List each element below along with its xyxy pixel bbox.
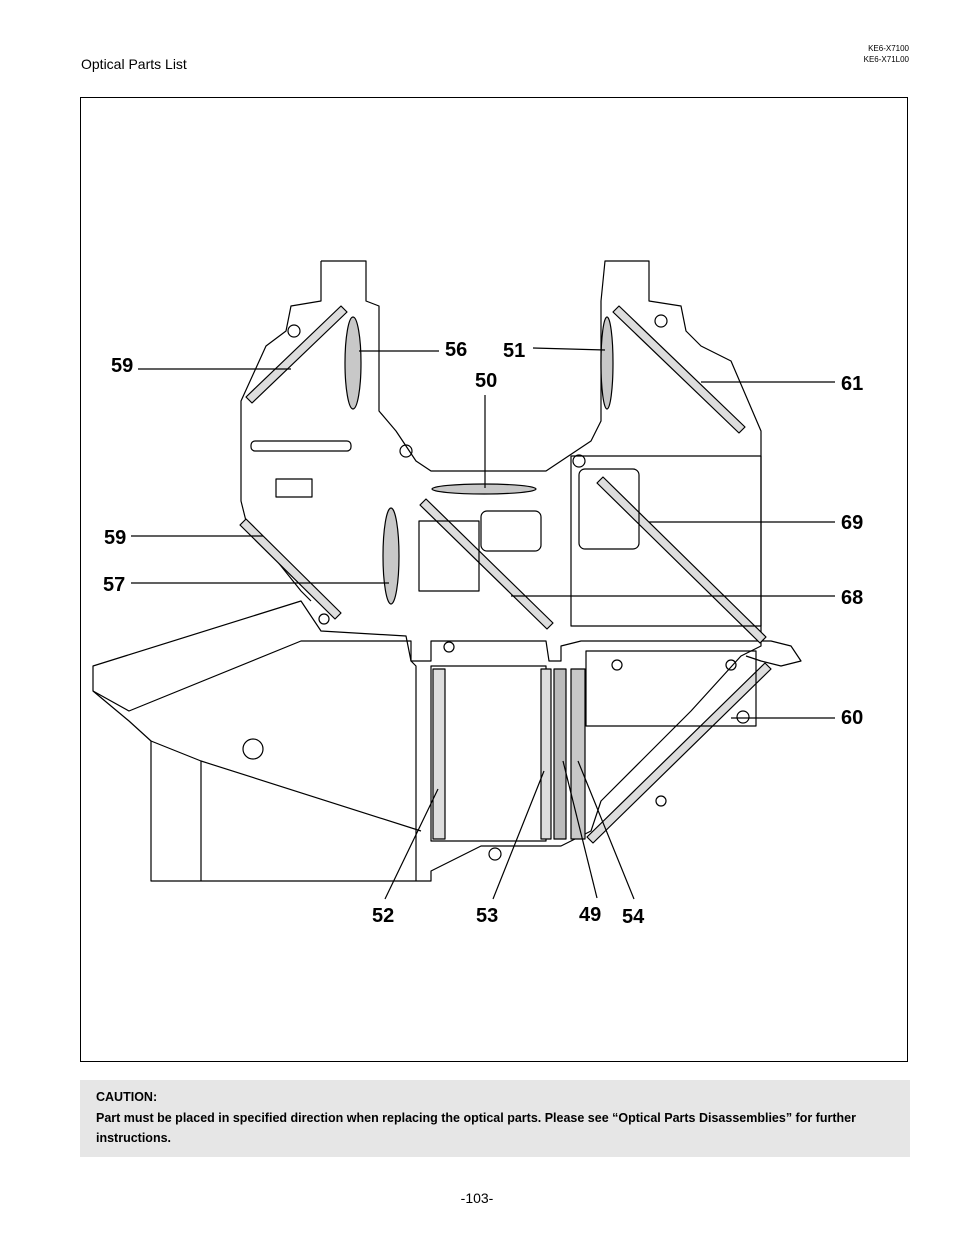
callout-60: 60: [841, 707, 863, 729]
callout-53: 53: [476, 905, 498, 927]
page-header-title: Optical Parts List: [81, 56, 187, 72]
callout-50: 50: [475, 370, 497, 392]
optical-parts-diagram: 59 56 51 50 61 59 69 57 68 60 52 53 49 5…: [80, 97, 908, 1062]
callout-49: 49: [579, 904, 601, 926]
model-codes: KE6-X7100 KE6-X71L00: [864, 43, 909, 65]
callout-68: 68: [841, 587, 863, 609]
callout-59-lower: 59: [104, 527, 126, 549]
model-code: KE6-X7100: [868, 44, 909, 53]
caution-text: Part must be placed in specified directi…: [96, 1111, 856, 1145]
page-number: -103-: [460, 1190, 494, 1206]
model-code: KE6-X71L00: [863, 55, 909, 64]
callout-54: 54: [622, 906, 645, 928]
callout-69: 69: [841, 512, 863, 534]
callout-59-upper: 59: [111, 355, 133, 377]
caution-box: CAUTION: Part must be placed in specifie…: [80, 1080, 910, 1157]
callout-61: 61: [841, 373, 863, 395]
callout-52: 52: [372, 905, 394, 927]
callout-57: 57: [103, 574, 125, 596]
caution-title: CAUTION:: [96, 1090, 158, 1104]
callout-56: 56: [445, 339, 467, 361]
optical-assembly-drawing: 59 56 51 50 61 59 69 57 68 60 52 53 49 5…: [92, 260, 863, 928]
callout-51: 51: [503, 340, 525, 362]
